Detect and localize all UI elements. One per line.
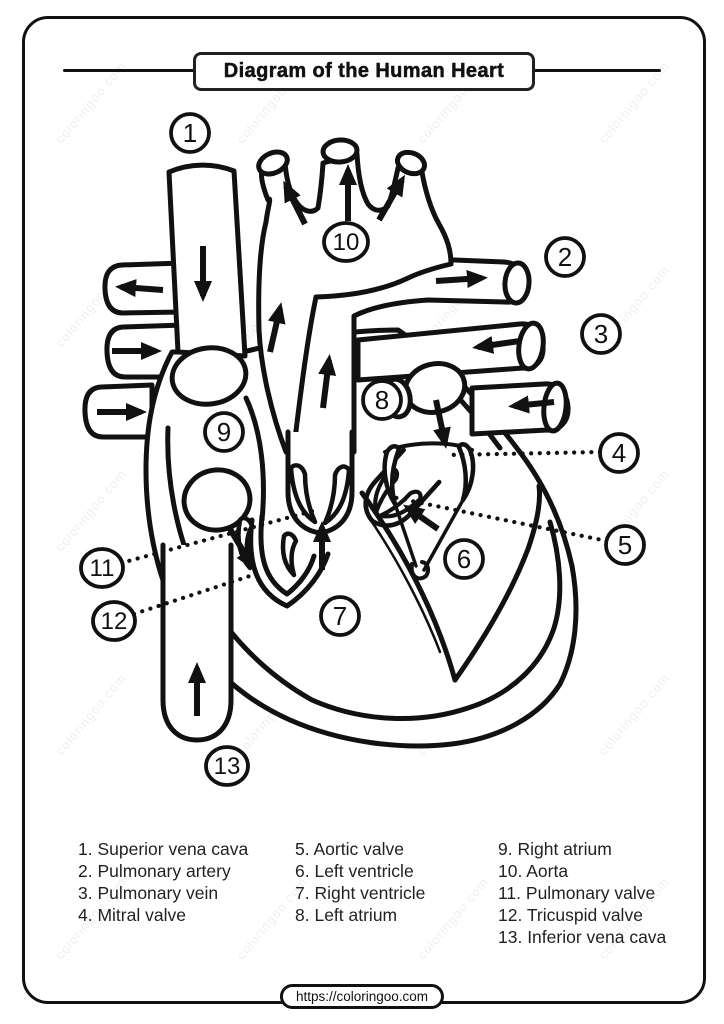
pulmonary-valve — [285, 429, 355, 536]
heart-label-3: 3 — [580, 313, 622, 355]
septum-line — [359, 490, 458, 683]
legend-item: 6. Left ventricle — [295, 861, 414, 881]
svg-text:9: 9 — [217, 417, 231, 447]
svc-atrium-junction — [169, 345, 249, 407]
legend-item: 9. Right atrium — [498, 839, 612, 859]
inferior-vena-cava — [160, 542, 234, 743]
heart-label-7: 7 — [319, 595, 361, 637]
heart-label-11: 11 — [79, 547, 125, 589]
heart-label-10: 10 — [322, 221, 370, 263]
right-vessel-upper-cap — [516, 320, 546, 372]
svg-text:7: 7 — [333, 601, 347, 631]
svg-text:13: 13 — [214, 753, 241, 780]
aorta-branch-cap-3 — [394, 149, 428, 177]
svg-text:10: 10 — [333, 229, 360, 256]
heart-label-13: 13 — [204, 745, 250, 787]
flow-arrow-branch-right — [376, 174, 405, 222]
heart-label-6: 6 — [443, 538, 485, 580]
legend-item: 8. Left atrium — [295, 905, 398, 925]
svg-text:4: 4 — [612, 438, 626, 468]
fossa-ovalis — [181, 467, 253, 533]
leader-line-4 — [445, 449, 603, 458]
flow-arrow-right-vein-upper — [472, 335, 521, 354]
title-box: Diagram of the Human Heart — [193, 52, 535, 91]
heart-label-8: 8 — [361, 379, 403, 421]
svg-text:1: 1 — [183, 118, 197, 148]
left-ventricle-wall — [359, 483, 542, 683]
flow-arrow-left-tube-out — [115, 279, 164, 298]
svg-text:6: 6 — [457, 544, 471, 574]
svg-text:3: 3 — [594, 319, 608, 349]
aorta — [256, 151, 454, 455]
legend-item: 5. Aortic valve — [295, 839, 404, 859]
tricuspid-valve — [236, 513, 331, 609]
legend-item: 2. Pulmonary artery — [78, 861, 231, 881]
aorta-branch-cap-2 — [320, 137, 360, 165]
heart-label-2: 2 — [544, 236, 586, 278]
mitral-valve — [382, 441, 476, 581]
pulmonary-artery-cap — [502, 260, 532, 306]
title-rule-right — [527, 69, 661, 72]
flow-arrow-branch-left — [283, 180, 308, 226]
heart-label-1: 1 — [169, 112, 211, 154]
heart-label-9: 9 — [203, 411, 245, 453]
title-rule-left — [63, 69, 197, 72]
heart-label-12: 12 — [91, 600, 137, 642]
legend-item: 12. Tricuspid valve — [498, 905, 643, 925]
legend-item: 7. Right ventricle — [295, 883, 426, 903]
leader-line-5 — [389, 494, 610, 544]
legend-column-2: 5. Aortic valve 6. Left ventricle 7. Rig… — [295, 838, 425, 926]
svg-text:8: 8 — [375, 385, 389, 415]
flow-arrow-right-vein-lower — [508, 395, 555, 414]
svg-text:5: 5 — [618, 530, 632, 560]
flow-arrow-ra-to-tricuspid — [227, 527, 256, 572]
svg-text:12: 12 — [101, 608, 128, 635]
flow-arrow-la-to-mitral — [433, 399, 451, 449]
legend-item: 11. Pulmonary valve — [498, 883, 656, 903]
legend-item: 3. Pulmonary vein — [78, 883, 219, 903]
legend-item: 10. Aorta — [498, 861, 569, 881]
svg-text:2: 2 — [558, 242, 572, 272]
heart-label-5: 5 — [604, 524, 646, 566]
footer-url-pill[interactable]: https://coloringoo.com — [279, 984, 445, 1009]
heart-label-4: 4 — [598, 432, 640, 474]
svg-text:11: 11 — [90, 555, 115, 582]
aorta-branch-cap-1 — [256, 149, 290, 177]
flow-arrow-pulmonary-artery — [435, 269, 488, 288]
leader-line-11 — [118, 506, 323, 566]
legend-item: 13. Inferior vena cava — [498, 927, 667, 947]
flow-arrow-ascending-aorta — [267, 302, 286, 353]
right-atrium-boundary — [243, 395, 266, 523]
legend-item: 4. Mitral valve — [78, 905, 186, 925]
legend-column-1: 1. Superior vena cava 2. Pulmonary arter… — [78, 838, 248, 926]
legend-column-3: 9. Right atrium 10. Aorta 11. Pulmonary … — [498, 838, 666, 948]
page-title: Diagram of the Human Heart — [223, 60, 505, 83]
flow-arrow-lv-to-aortic — [403, 504, 440, 532]
flow-arrow-pulmonary-trunk — [318, 354, 337, 409]
superior-vena-cava — [166, 162, 248, 359]
legend-item: 1. Superior vena cava — [78, 839, 249, 859]
